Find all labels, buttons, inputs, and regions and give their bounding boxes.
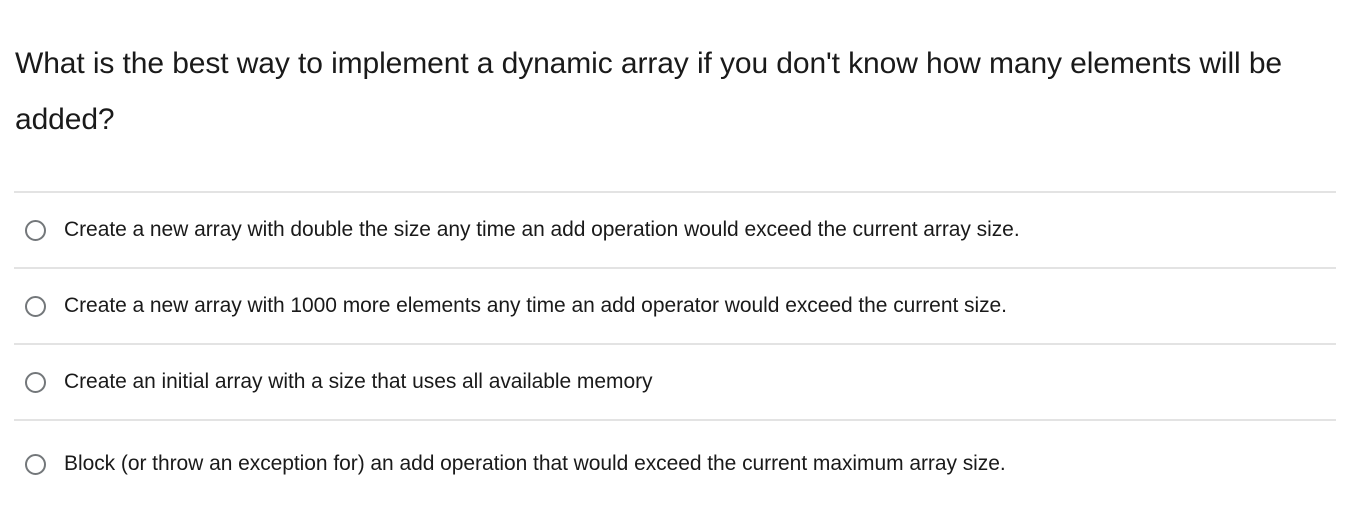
answer-option-2[interactable]: Create a new array with 1000 more elemen… <box>14 267 1336 343</box>
answer-option-label: Create a new array with 1000 more elemen… <box>64 294 1007 317</box>
radio-unchecked-icon[interactable] <box>25 219 46 241</box>
answer-option-label: Create a new array with double the size … <box>64 218 1020 241</box>
radio-unchecked-icon[interactable] <box>25 371 46 393</box>
answer-options-list: Create a new array with double the size … <box>0 191 1350 507</box>
answer-option-4[interactable]: Block (or throw an exception for) an add… <box>14 419 1336 507</box>
radio-unchecked-icon[interactable] <box>25 295 46 317</box>
question-text: What is the best way to implement a dyna… <box>15 47 1282 136</box>
answer-option-3[interactable]: Create an initial array with a size that… <box>14 343 1336 419</box>
answer-option-label: Block (or throw an exception for) an add… <box>64 452 1006 475</box>
radio-unchecked-icon[interactable] <box>25 453 46 475</box>
answer-option-1[interactable]: Create a new array with double the size … <box>14 191 1336 267</box>
answer-option-label: Create an initial array with a size that… <box>64 370 653 393</box>
